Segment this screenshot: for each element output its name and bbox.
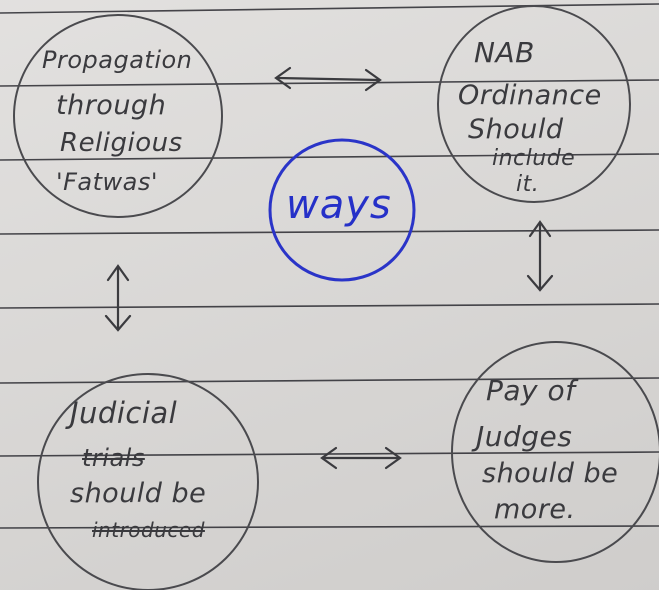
node-text-line: Pay of (486, 374, 576, 407)
node-text-line: introduced (92, 518, 205, 542)
arrow-top-horizontal (274, 66, 382, 92)
node-text-line: Should (468, 114, 564, 145)
node-text-line: Ordinance (458, 80, 602, 111)
node-bottom-left: Judicial trials should be introduced (36, 368, 264, 590)
node-text-line: include (492, 146, 576, 171)
node-text-line: Judges (476, 420, 573, 453)
node-circle (451, 341, 659, 563)
node-bottom-right: Pay of Judges should be more. (446, 340, 659, 564)
node-top-left: Propagation through Religious 'Fatwas' (10, 6, 230, 218)
node-text-line: should be (482, 458, 619, 489)
node-text-line: Propagation (42, 46, 193, 74)
node-circle (13, 14, 223, 218)
center-label: ways (286, 182, 392, 228)
node-top-right: NAB Ordinance Should include it. (432, 4, 642, 210)
arrow-left-vertical (104, 264, 132, 332)
node-circle (37, 373, 259, 590)
node-text-line: it. (516, 172, 540, 197)
arrow-bottom-horizontal (320, 446, 402, 470)
node-text-line: trials (82, 444, 145, 472)
node-text-line: NAB (474, 36, 535, 69)
node-text-line: Religious (60, 128, 183, 158)
node-text-line: 'Fatwas' (56, 168, 158, 196)
node-text-line: through (56, 90, 167, 121)
node-text-line: more. (494, 494, 576, 525)
node-text-line: should be (70, 478, 207, 509)
node-circle (437, 5, 631, 203)
center-circle (268, 138, 416, 282)
node-center: ways (262, 138, 422, 288)
node-text-line: Judicial (70, 396, 178, 430)
arrow-right-vertical (526, 220, 554, 292)
